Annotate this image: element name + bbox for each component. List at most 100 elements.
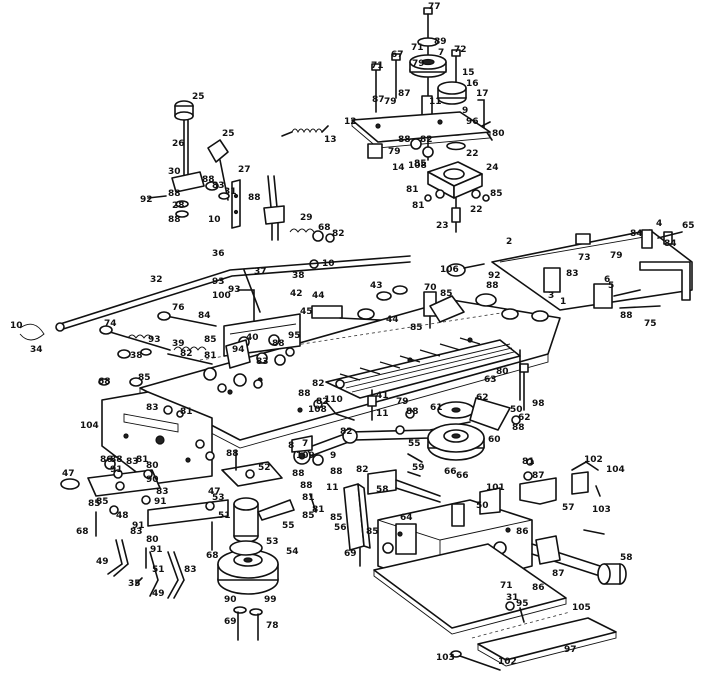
part-number-label: 103 [436, 653, 455, 663]
part-number-label: 85 [96, 497, 109, 507]
part-number-label: 41 [376, 391, 389, 401]
part-number-label: 98 [532, 399, 545, 409]
part-number-label: 83 [156, 487, 169, 497]
part-number-label: 37 [254, 267, 267, 277]
part-number-label: 79 [412, 59, 425, 69]
part-number-label: 54 [286, 547, 299, 557]
part-number-label: 30 [168, 167, 181, 177]
part-number-label: 88 [272, 339, 285, 349]
part-number-label: 80 [496, 367, 509, 377]
part-number-label: 51 [218, 511, 231, 521]
part-number-label: 44 [312, 291, 325, 301]
part-number-label: 94 [232, 345, 245, 355]
part-number-label: 27 [238, 165, 251, 175]
part-number-label: 88 [298, 389, 311, 399]
part-number-label: 83 [146, 403, 159, 413]
misc-hardware [195, 349, 599, 623]
part-number-label: 13 [324, 135, 337, 145]
part-number-label: 81 [406, 185, 419, 195]
part-number-label: 88 [168, 189, 181, 199]
part-number-label: 71 [371, 61, 384, 71]
part-number-label: 85 [302, 511, 315, 521]
part-number-label: 83 [126, 457, 139, 467]
part-number-label: 88 [168, 215, 181, 225]
part-number-label: 10 [322, 259, 335, 269]
part-number-label: 73 [578, 253, 591, 263]
part-number-label: 82 [316, 397, 329, 407]
top-plate-12 [351, 111, 491, 159]
part-number-label: 84 [198, 311, 211, 321]
part-number-label: 66 [444, 467, 457, 477]
part-number-label: 88 [110, 455, 123, 465]
part-number-label: 36 [212, 249, 225, 259]
part-number-label: 58 [376, 485, 389, 495]
left-lower-linkage [60, 458, 229, 599]
part-number-label: 87 [532, 471, 545, 481]
part-number-label: 2 [506, 237, 512, 247]
part-number-label: 78 [266, 621, 279, 631]
part-number-label: 79 [610, 251, 623, 261]
part-number-label: 88 [292, 469, 305, 479]
part-number-label: 68 [76, 527, 89, 537]
part-number-label: 43 [370, 281, 383, 291]
part-number-label: 88 [300, 481, 313, 491]
part-number-label: 38 [292, 271, 305, 281]
part-number-label: 10 [208, 215, 221, 225]
part-number-label: 88 [202, 175, 215, 185]
part-number-label: 62 [476, 393, 489, 403]
part-number-label: 31 [224, 187, 237, 197]
part-number-label: 26 [172, 139, 185, 149]
part-number-label: 80 [146, 535, 159, 545]
part-number-label: 55 [282, 521, 295, 531]
part-number-label: 90 [224, 595, 237, 605]
part-number-label: 88 [398, 135, 411, 145]
part-number-label: 81 [204, 351, 217, 361]
brackets-94-center [203, 339, 295, 393]
part-number-label: 7 [302, 439, 308, 449]
part-number-label: 83 [130, 527, 143, 537]
part-number-label: 68 [98, 377, 111, 387]
part-number-label: 88 [226, 449, 239, 459]
part-number-label: 91 [132, 521, 145, 531]
part-number-label: 56 [334, 523, 347, 533]
part-number-label: 82 [340, 427, 353, 437]
part-number-label: 81 [412, 201, 425, 211]
part-number-label: 47 [62, 469, 75, 479]
part-number-label: 42 [290, 289, 303, 299]
part-number-label: 53 [266, 537, 279, 547]
part-number-label: 71 [411, 43, 424, 53]
part-number-label: 11 [376, 409, 389, 419]
part-number-label: 85 [410, 323, 423, 333]
part-number-label: 79 [388, 147, 401, 157]
part-number-label: 11 [429, 97, 442, 107]
drive-pulley-53-54 [217, 461, 295, 641]
part-number-label: 50 [476, 501, 489, 511]
part-number-label: 25 [192, 92, 205, 102]
part-number-label: 70 [424, 283, 437, 293]
part-number-label: 81 [312, 505, 325, 515]
bottom-plate-105 [373, 543, 571, 639]
part-number-label: 77 [428, 2, 441, 12]
part-number-label: 88 [406, 407, 419, 417]
part-number-label: 4 [656, 219, 662, 229]
left-side-plate-104 [101, 391, 213, 485]
part-number-label: 85 [204, 335, 217, 345]
part-number-label: 85 [88, 499, 101, 509]
part-number-label: 64 [400, 513, 413, 523]
part-number-label: 17 [476, 89, 489, 99]
part-number-label: 108 [408, 161, 427, 171]
part-number-label: 62 [518, 413, 531, 423]
part-number-label: 91 [154, 497, 167, 507]
part-number-label: 34 [30, 345, 43, 355]
part-number-label: 69 [224, 617, 237, 627]
part-number-label: 53 [212, 493, 225, 503]
part-number-label: 44 [386, 315, 399, 325]
part-number-label: 52 [258, 463, 271, 473]
vertical-bracket-56 [343, 483, 371, 567]
part-number-label: 84 [630, 229, 643, 239]
part-number-label: 9 [330, 451, 336, 461]
part-number-label: 93 [148, 335, 161, 345]
gear-box-24 [424, 161, 490, 233]
